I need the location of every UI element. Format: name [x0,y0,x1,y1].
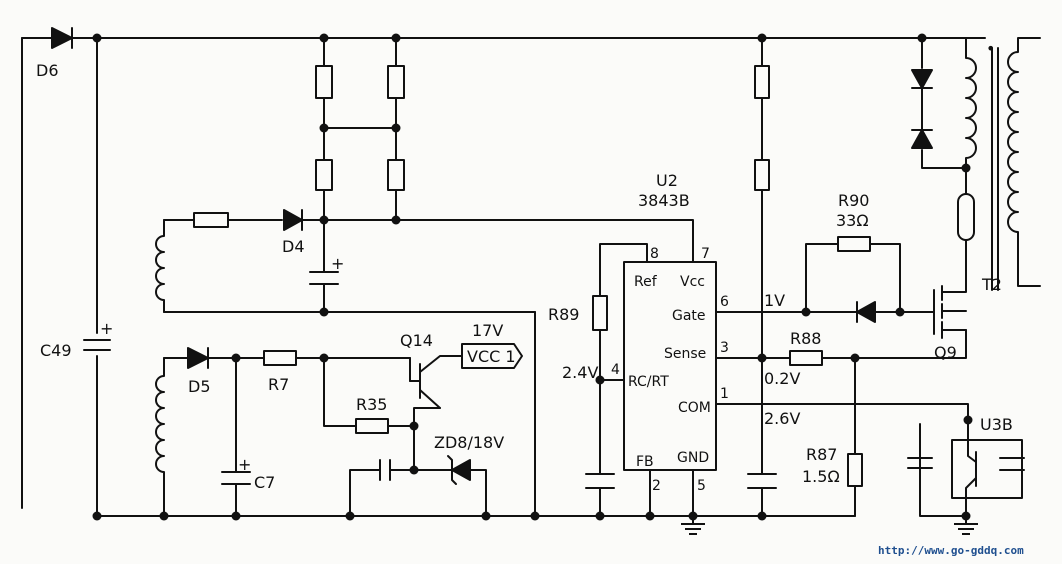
startup-resistor [754,65,770,99]
r90-label: R90 [838,191,869,210]
ic-pin-number-1: 1 [720,386,729,402]
gate-voltage-label: 1V [764,291,785,310]
q14-base-loop-wire [323,357,441,427]
t2-primary-winding [965,37,977,169]
ic-pin-vcc: Vcc [680,274,705,290]
sense-voltage-label: 0.2V [764,369,800,388]
divider-resistor [315,159,333,191]
startup-resistor [754,159,770,191]
d6-diode-symbol [51,27,73,49]
d4-label: D4 [282,237,305,256]
r88-label: R88 [790,329,821,348]
t2-dot-mark: • [986,39,995,58]
c7-polarity-mark: + [238,455,251,474]
r87-resistor [847,453,863,487]
feedback-resistor [193,212,229,228]
zd8-zener-symbol [447,455,471,485]
r7-label: R7 [268,375,289,394]
com-wire [715,403,969,421]
u2-ic-body [623,261,717,471]
u3b-ground-wire [919,423,967,517]
r90-resistor [837,236,871,252]
vcc-decoupling-capacitor-symbol [747,473,777,489]
q9-mosfet-symbol [933,269,967,355]
ic-pin-ref: Ref [634,274,658,290]
r7-resistor [263,350,297,366]
d6-label: D6 [36,61,59,80]
zd8-capacitor-symbol [379,459,391,481]
watermark-url: http://www.go-gddq.com [878,544,1024,557]
r90-value-label: 33Ω [836,211,869,230]
c49-capacitor-symbol [83,339,111,351]
com-voltage-label: 2.6V [764,409,800,428]
r90-loop-wire [805,243,901,313]
vcc-capacitor-symbol [309,271,339,285]
ground-symbol [681,516,705,535]
t2-fuse-symbol [957,193,975,241]
u2-part-label: 3843B [638,191,690,210]
r89-resistor [592,295,608,331]
vcc-cap-polarity-mark: + [331,254,344,273]
aux-winding-lower [155,357,165,517]
c49-polarity-mark: + [100,319,113,338]
r35-label: R35 [356,395,387,414]
r35-resistor [355,418,389,434]
u3b-label: U3B [980,415,1013,434]
pin8-ref-wire [599,243,648,297]
zd8-label: ZD8/18V [434,433,504,452]
vcc-tag-outline [461,343,523,369]
t2-label: T2 [981,275,1002,294]
u3b-capacitor-symbol [907,457,933,469]
vcc-voltage-label: 17V [472,321,503,340]
timing-capacitor-symbol [585,473,615,489]
q9-label: Q9 [934,343,957,362]
sense-wire [715,329,967,359]
u3b-phototransistor-symbol [965,419,1025,517]
d5-label: D5 [188,377,211,396]
ic-pin-rcrt: RC/RT [628,374,669,390]
ic-pin-com: COM [678,400,711,416]
c49-label: C49 [40,341,72,360]
ic-pin-gnd: GND [677,450,709,466]
c7-capacitor-symbol [221,471,251,485]
t2-secondary-winding [1007,37,1041,287]
ic-pin-number-2: 2 [652,478,661,494]
gate-diode-symbol [856,301,876,323]
primary-top-wire [921,37,967,195]
divider-resistor [315,65,333,99]
r87-label: R87 [806,445,837,464]
rcrt-voltage-label: 2.4V [562,363,598,382]
divider-resistor [387,159,405,191]
snubber-diode-symbol [911,69,933,149]
zd8-branch-wire [349,469,487,517]
vcc-node-wire [163,219,694,263]
ic-pin-number-5: 5 [697,478,706,494]
r88-resistor [789,350,823,366]
ic-pin-number-6: 6 [720,294,729,310]
ic-pin-number-8: 8 [650,246,659,262]
ic-pin-number-7: 7 [701,246,710,262]
vcc-tag-label: VCC 1 [467,347,516,366]
d5-diode-symbol [187,347,209,369]
aux-winding-upper [155,219,165,313]
d4-diode-symbol [283,209,303,231]
ic-pin-fb: FB [636,454,654,470]
c7-label: C7 [254,473,275,492]
ic-pin-number-4: 4 [611,362,620,378]
ic-pin-sense: Sense [664,346,706,362]
ic-pin-number-3: 3 [720,340,729,356]
q14-label: Q14 [400,331,433,350]
ic-pin-gate: Gate [672,308,706,324]
divider-resistor [387,65,405,99]
r89-label: R89 [548,305,579,324]
q14-transistor-symbol [409,355,463,409]
u2-label: U2 [656,171,678,190]
junction-dots [92,33,973,521]
ground-symbol [954,516,978,535]
r87-value-label: 1.5Ω [802,467,840,486]
